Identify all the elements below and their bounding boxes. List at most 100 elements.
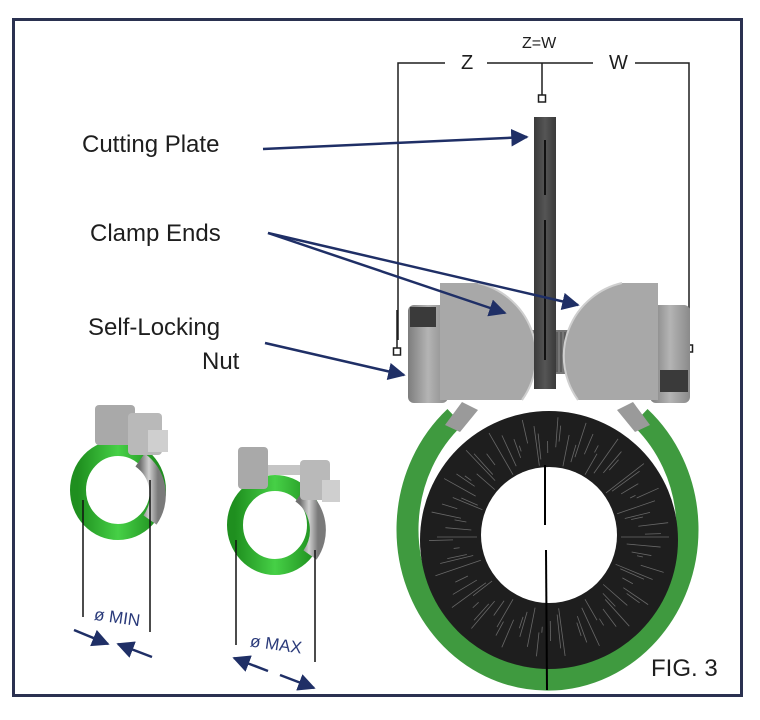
bristle-streak (441, 503, 458, 510)
bristle-streak (513, 438, 522, 459)
bristle-streak (604, 599, 630, 627)
bristle-streak (431, 511, 462, 519)
bristle-streak (537, 433, 542, 460)
bristle-streak (465, 449, 496, 481)
label-clamp-ends: Clamp Ends (90, 220, 221, 247)
bristle-streak (536, 632, 540, 657)
bristle-streak (440, 555, 474, 564)
bristle-streak (574, 422, 587, 458)
bristle-streak (472, 601, 479, 609)
dimension-lines (392, 62, 694, 356)
bristle-streak (584, 453, 598, 475)
bristle-streak (594, 445, 599, 453)
self-locking-nut (408, 305, 448, 403)
bristle-streak (452, 497, 483, 511)
small-clamp-max (227, 447, 340, 662)
bristle-streak (453, 547, 460, 549)
bristle-streak (455, 575, 469, 583)
bristle-streak (605, 463, 645, 494)
bristle-streak (473, 453, 494, 475)
bristle-streak (501, 435, 517, 467)
center-marker (537, 94, 547, 103)
clamp-end-left (440, 283, 537, 400)
bristle-streak (518, 445, 522, 452)
nut-arrow (264, 341, 406, 380)
label-cutting-plate: Cutting Plate (82, 131, 220, 158)
z-marker (392, 347, 402, 356)
bristle-streak (486, 453, 496, 466)
bristle-streak (556, 614, 562, 649)
bristle-streak (620, 568, 645, 580)
bristle-streak (555, 417, 559, 448)
bristle-streak (638, 522, 669, 527)
max-arrow-right (279, 673, 316, 691)
bristle-streak (611, 470, 640, 492)
leader-arrows (262, 128, 580, 380)
label-nut: Nut (202, 348, 240, 375)
bristle-streak (496, 599, 514, 628)
bristle-streak (558, 608, 566, 656)
bristle-streak (464, 475, 472, 481)
bristle-streak (576, 622, 582, 637)
bristle-streak (636, 555, 643, 558)
bristle-streak (461, 497, 478, 506)
bristle-streak (443, 478, 476, 497)
bristle-streak (488, 432, 514, 475)
w-right-bracket (635, 62, 690, 345)
z-left-bracket (397, 62, 445, 340)
figure-frame (12, 18, 743, 697)
bristle-streak (451, 582, 487, 608)
bristle-streak (519, 611, 528, 637)
bristle-streak (447, 554, 467, 560)
cutting-plate-arrow (262, 128, 529, 151)
bristle-streak (435, 559, 481, 577)
bristle-streak (636, 487, 659, 499)
bristle-streak (608, 459, 619, 471)
min-max-arrows (73, 628, 316, 691)
bristle-streak (631, 551, 652, 556)
bristle-streak (452, 579, 478, 595)
bristle-streak (558, 425, 562, 442)
bristle-streak (570, 444, 577, 463)
bristle-streak (584, 599, 598, 621)
bristle-streak (493, 600, 505, 616)
label-z-eq-w: Z=W (522, 35, 557, 52)
bristle-streak (456, 473, 475, 487)
bristle-streak (584, 433, 594, 455)
bristle-streak (429, 539, 454, 541)
bristle-streak (602, 608, 617, 627)
small-clamp-min (70, 405, 168, 632)
bristle-streak (581, 607, 600, 647)
label-self-locking: Self-Locking (88, 314, 221, 341)
bristle-streak (593, 438, 619, 474)
bristle-streak (631, 516, 643, 520)
bristle-streak (615, 563, 653, 580)
bristle-streak (602, 593, 616, 607)
bristle-streak (622, 577, 634, 585)
clamp-assembly (408, 117, 690, 403)
bristle-streak (518, 616, 524, 629)
bristle-streak (473, 603, 490, 621)
bristle-streak (445, 527, 472, 531)
bristle-streak (617, 500, 656, 515)
bristle-streak (521, 419, 529, 444)
label-w: W (609, 52, 628, 74)
bristle-streak (623, 587, 649, 605)
min-arrow-left (73, 628, 110, 647)
figure-caption: FIG. 3 (651, 655, 718, 682)
bristle-streak (603, 451, 622, 474)
brush-hole (481, 467, 617, 603)
bristle-streak (626, 543, 661, 548)
bristle-streak (599, 618, 605, 626)
bristle-streak (476, 473, 496, 490)
bristle-streak (576, 615, 588, 643)
bristle-streak (472, 580, 493, 597)
max-arrow-left (232, 655, 269, 673)
label-z: Z (461, 52, 474, 74)
clamp-end-right-arrow (267, 231, 580, 310)
bristle-streak (526, 607, 536, 647)
brush-ring (396, 402, 699, 691)
bristle-streak (471, 600, 495, 629)
min-arrow-right (116, 641, 153, 659)
